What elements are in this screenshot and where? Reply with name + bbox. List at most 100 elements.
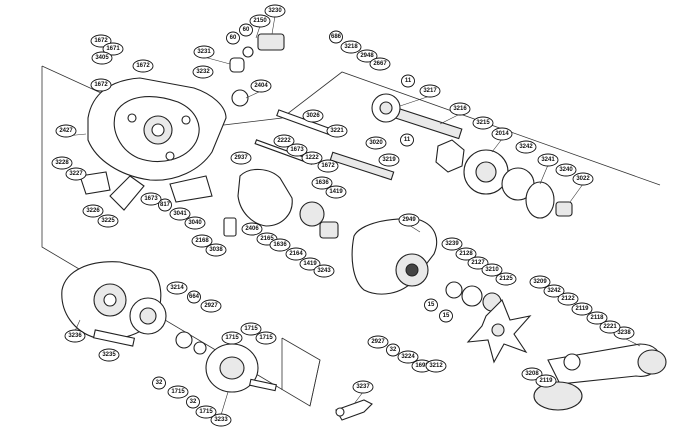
callout-bubble (401, 74, 415, 88)
callout-bubble (301, 151, 323, 165)
part-callout: 3212 (425, 359, 447, 373)
part-number-label: 2406 (245, 226, 259, 232)
part-number-label: 2949 (402, 217, 416, 223)
part-number-label: 3242 (547, 288, 561, 294)
part-number-callouts: 3230215060603231323216721671340516721672… (51, 4, 635, 427)
part-number-label: 3231 (197, 49, 211, 55)
part-callout: 3232 (192, 65, 214, 79)
part-number-label: 3218 (344, 44, 358, 50)
part-callout: 1672 (90, 78, 112, 92)
callout-bubble (325, 185, 347, 199)
callout-bubble (467, 256, 489, 270)
part-number-label: 1419 (303, 261, 317, 267)
callout-bubble (90, 78, 112, 92)
part-callout: 664 (187, 290, 201, 304)
part-number-label: 3038 (209, 247, 223, 253)
part-callout: 2949 (398, 213, 420, 227)
callout-bubble (481, 263, 503, 277)
callout-bubble (555, 163, 577, 177)
part-number-label: 3210 (485, 267, 499, 273)
callout-bubble (269, 238, 291, 252)
callout-bubble (449, 102, 471, 116)
callout-bubble (192, 65, 214, 79)
part-callout: 2948 (356, 49, 378, 63)
part-callout: 2164 (285, 247, 307, 261)
part-number-label: 686 (331, 34, 342, 40)
part-callout: 3405 (91, 51, 113, 65)
part-callout: 2119 (535, 374, 557, 388)
part-number-label: 3224 (401, 354, 415, 360)
part-callout: 3228 (51, 156, 73, 170)
callout-bubble (313, 264, 335, 278)
part-number-label: 3209 (533, 279, 547, 285)
part-number-label: 3232 (196, 69, 210, 75)
part-number-label: 3236 (68, 333, 82, 339)
part-number-label: 3022 (576, 176, 590, 182)
part-callout: 817 (158, 198, 172, 212)
part-number-label: 3026 (306, 113, 320, 119)
part-callout: 1419 (299, 257, 321, 271)
part-number-label: 3214 (170, 285, 184, 291)
part-callout: 3026 (302, 109, 324, 123)
callout-bubble (367, 335, 389, 349)
part-number-label: 3221 (330, 128, 344, 134)
part-callout: 3221 (326, 124, 348, 138)
callout-bubble (340, 40, 362, 54)
part-number-label: 2937 (234, 155, 248, 161)
callout-bubble (398, 213, 420, 227)
part-callout: 1715 (255, 331, 277, 345)
part-callout: 1671 (102, 42, 124, 56)
callout-bubble (326, 124, 348, 138)
clutch-levers (79, 171, 213, 211)
part-number-label: 3212 (429, 363, 443, 369)
part-number-label: 664 (189, 294, 200, 300)
part-callout: 3219 (378, 153, 400, 167)
part-callout: 2427 (55, 124, 77, 138)
callout-bubble (317, 159, 339, 173)
main-side-plate (87, 77, 227, 181)
part-callout: 3040 (184, 216, 206, 230)
callout-bubble (132, 59, 154, 73)
part-callout: 2128 (455, 247, 477, 261)
part-callout: 1673 (140, 192, 162, 206)
part-callout: 3242 (543, 284, 565, 298)
part-number-label: 3233 (214, 417, 228, 423)
part-callout: 60 (239, 23, 253, 37)
part-callout: 2221 (599, 320, 621, 334)
part-callout: 2406 (241, 222, 263, 236)
callout-bubble (98, 348, 120, 362)
callout-bubble (537, 153, 559, 167)
callout-bubble (97, 214, 119, 228)
callout-bubble (424, 298, 438, 312)
callout-bubble (166, 281, 188, 295)
part-callout: 2118 (586, 311, 608, 325)
part-callout: 2127 (467, 256, 489, 270)
part-callout: 1715 (195, 405, 217, 419)
callout-bubble (195, 405, 217, 419)
part-number-label: 32 (156, 380, 163, 386)
part-number-label: 3405 (95, 55, 109, 61)
part-number-label: 1673 (290, 147, 304, 153)
part-number-label: 1715 (244, 326, 258, 332)
part-number-label: 2427 (59, 128, 73, 134)
part-callout: 3237 (352, 380, 374, 394)
callout-bubble (455, 247, 477, 261)
callout-bubble (571, 302, 593, 316)
callout-bubble (191, 234, 213, 248)
spool (175, 331, 277, 393)
part-callout: 32 (386, 343, 400, 357)
part-number-label: 1672 (94, 82, 108, 88)
callout-bubble (286, 143, 308, 157)
callout-bubble (152, 376, 166, 390)
part-number-label: 32 (390, 347, 397, 353)
part-callout: 15 (424, 298, 438, 312)
part-number-label: 2168 (195, 238, 209, 244)
part-number-label: 3241 (541, 157, 555, 163)
part-callout: 2125 (495, 272, 517, 286)
part-number-label: 2222 (277, 138, 291, 144)
part-callout: 3209 (529, 275, 551, 289)
part-callout: 2122 (557, 292, 579, 306)
part-callout: 3231 (193, 45, 215, 59)
callout-bubble (521, 367, 543, 381)
part-number-label: 3239 (445, 241, 459, 247)
